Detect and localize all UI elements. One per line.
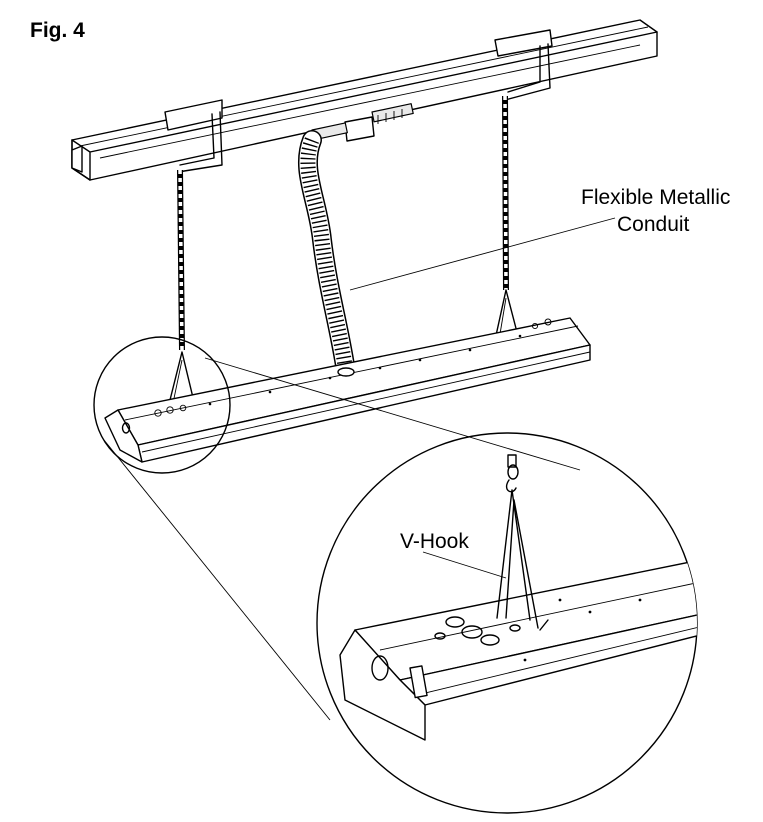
flexible-metallic-conduit xyxy=(297,130,356,382)
light-fixture xyxy=(104,317,591,463)
conduit-label-line1: Flexible Metallic xyxy=(581,186,730,209)
figure-title: Fig. 4 xyxy=(30,19,85,42)
detail-enlarged-fixture xyxy=(339,454,697,741)
chain-left xyxy=(177,169,185,351)
mounting-bracket-right xyxy=(494,29,553,101)
detail-connector-upper xyxy=(204,357,581,471)
conduit-label-line2: Conduit xyxy=(617,213,690,236)
v-hook xyxy=(496,454,549,631)
fixture-knockout-holes xyxy=(154,318,552,417)
v-hook-leader-line xyxy=(422,551,507,579)
detail-connector-lower xyxy=(103,439,331,721)
conduit-leader-line xyxy=(349,217,616,291)
mounting-bracket-left xyxy=(164,99,223,173)
detail-callout-circle-small xyxy=(93,336,231,474)
v-hook-label: V-Hook xyxy=(400,530,469,553)
ceiling-strut-channel xyxy=(71,19,658,181)
chain-right xyxy=(502,95,509,291)
junction-box xyxy=(311,103,414,142)
